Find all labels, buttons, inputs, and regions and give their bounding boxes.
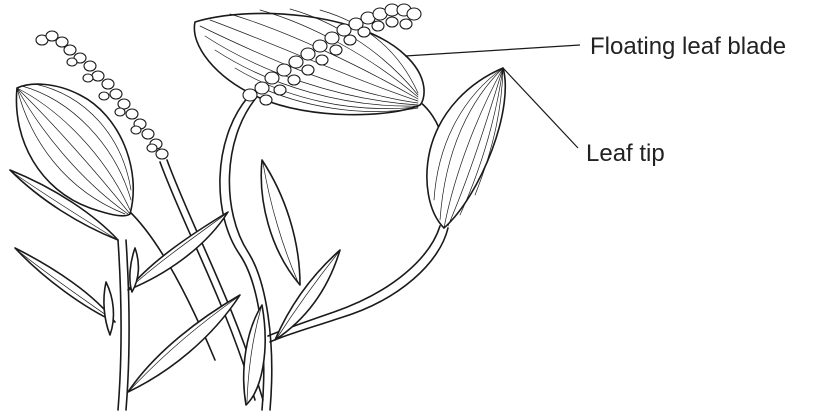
left-large-leaf [16, 84, 133, 216]
right-upright-leaf [427, 68, 505, 228]
floating-leaf-pointer [405, 45, 580, 56]
floating-leaf-blade-label: Floating leaf blade [590, 33, 786, 60]
submerged-leaves-centre [244, 160, 340, 405]
leaf-tip-label: Leaf tip [586, 140, 665, 167]
leaf-tip-pointer [503, 68, 578, 148]
